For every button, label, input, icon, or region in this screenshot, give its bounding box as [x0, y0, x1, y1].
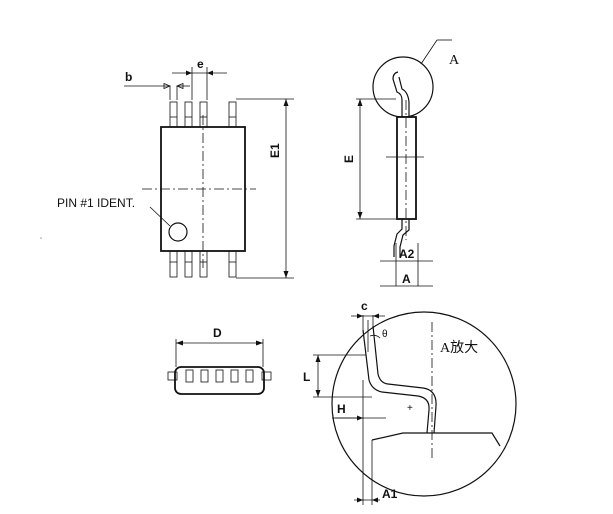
side-lead-bottom [393, 219, 403, 257]
lead [245, 369, 254, 383]
c-label: c [361, 299, 368, 313]
lead [200, 369, 209, 383]
detail-a-callout-circle [372, 56, 434, 118]
pin-ident-leader [149, 206, 171, 227]
detail-package-block [371, 432, 501, 447]
L-label: L [303, 370, 310, 384]
E1-label: E1 [268, 143, 282, 158]
pin-ident-label: PIN #1 IDENT. [57, 196, 135, 210]
detail-a-leader [420, 39, 438, 65]
A2-label: A2 [399, 247, 415, 261]
front-view: D [167, 326, 272, 395]
lead [215, 369, 224, 383]
top-leads [169, 101, 237, 128]
e-label: e [197, 57, 204, 71]
lead [169, 101, 178, 128]
D-label: D [213, 326, 222, 340]
detail-title: A放大 [440, 340, 478, 356]
stray-mark [40, 237, 42, 239]
side-body [396, 116, 417, 220]
lead [184, 101, 193, 128]
theta-label: θ [382, 329, 388, 340]
lead [199, 101, 208, 128]
bottom-leads [169, 250, 237, 278]
lead [199, 250, 208, 278]
lead [228, 250, 237, 278]
reference-mark: + [407, 403, 413, 414]
lead [228, 101, 237, 128]
b-label: b [125, 70, 132, 84]
detail-lead-inner [372, 325, 437, 434]
front-body [174, 366, 265, 395]
side-view: A E A2 A [342, 39, 460, 287]
callout-A-label: A [449, 53, 460, 68]
front-leads [185, 369, 254, 383]
detail-a-view: c θ L H + A1 A放大 [303, 299, 517, 505]
lead [230, 369, 239, 383]
H-label: H [337, 402, 346, 416]
lead [184, 250, 193, 278]
A1-label: A1 [382, 487, 398, 501]
A-label: A [402, 272, 411, 286]
side-lead-top [392, 71, 403, 117]
pin1-indicator [168, 222, 188, 242]
detail-lead-outer [362, 329, 430, 434]
E-label: E [342, 155, 356, 163]
lead [185, 369, 194, 383]
lead [169, 250, 178, 278]
top-view: PIN #1 IDENT. b e E1 [57, 57, 294, 279]
detail-circle [331, 311, 517, 497]
